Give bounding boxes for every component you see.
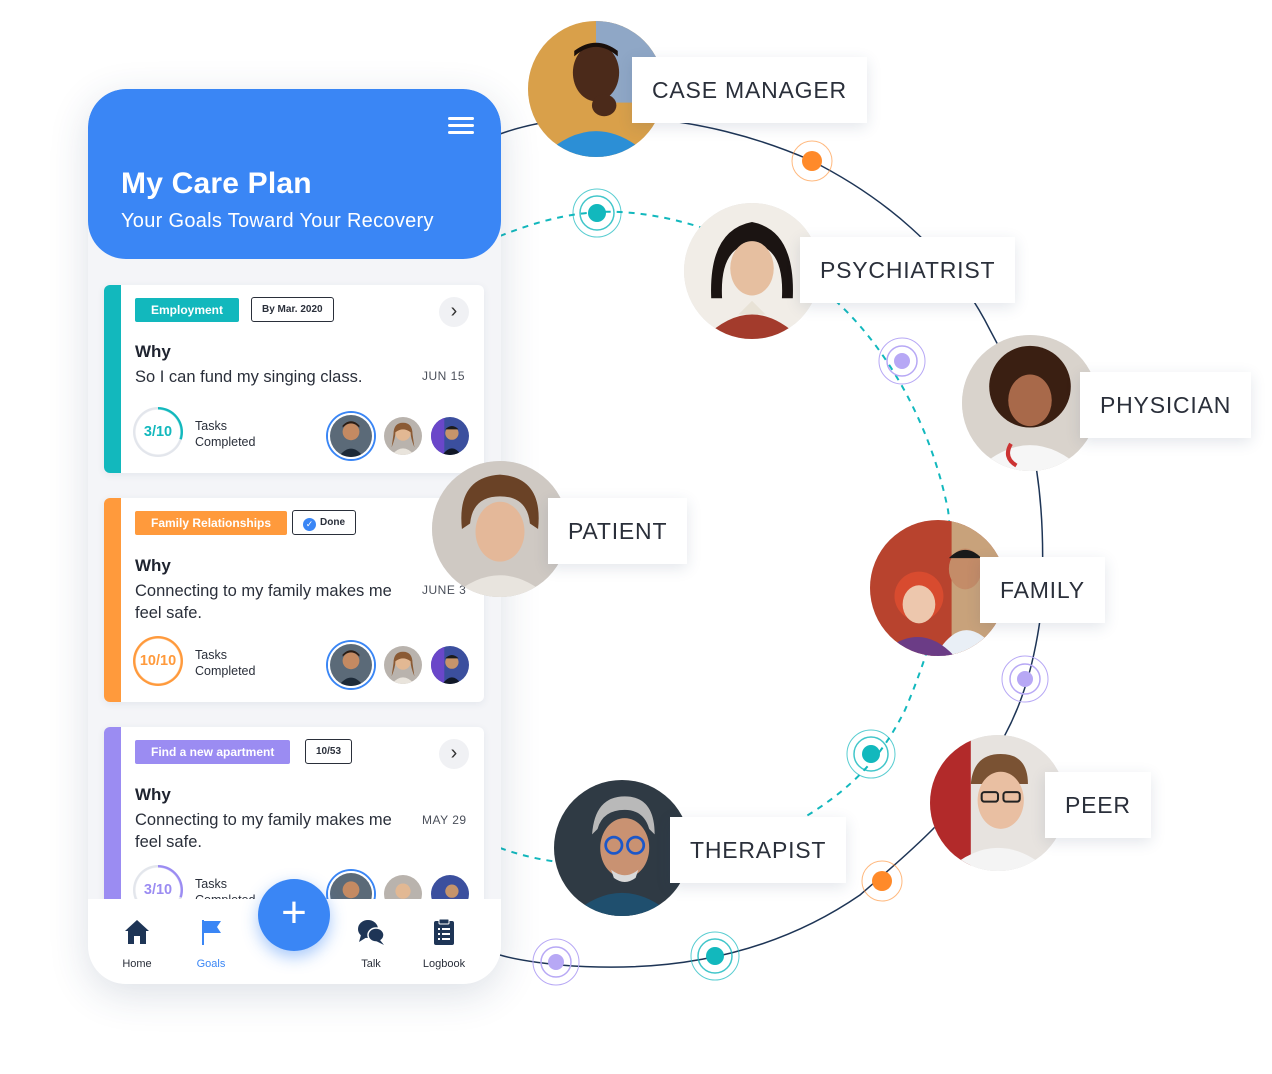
goal-progress-chip: 10/53	[305, 739, 353, 764]
why-label: Why	[135, 785, 171, 804]
teal-node	[690, 931, 740, 981]
avatar	[431, 646, 469, 684]
patient-photo	[432, 461, 568, 597]
teal-node	[846, 729, 896, 779]
purple-node	[532, 938, 580, 986]
goal-reason: Connecting to my family makes me feel sa…	[135, 582, 392, 622]
psychiatrist-photo	[684, 203, 820, 339]
therapist-label: THERAPIST	[670, 817, 847, 883]
tab-logbook[interactable]: Logbook	[409, 917, 479, 970]
teal-node	[572, 188, 622, 238]
goal-due-chip: By Mar. 2020	[251, 297, 334, 322]
peer-label: PEER	[1045, 772, 1151, 838]
team-avatars[interactable]	[328, 642, 478, 688]
avatar	[384, 646, 422, 684]
team-avatars[interactable]	[328, 413, 478, 459]
goal-category-tag: Family Relationships	[135, 511, 288, 535]
hamburger-menu-icon[interactable]	[448, 115, 476, 137]
avatar	[431, 417, 469, 455]
goal-color-bar	[104, 727, 121, 927]
plus-icon: +	[281, 888, 307, 937]
clipboard-icon	[434, 918, 454, 945]
purple-node	[878, 337, 926, 385]
tab-home[interactable]: Home	[102, 917, 172, 970]
goal-date: MAY 29	[422, 813, 467, 827]
goal-category-tag: Employment	[135, 298, 240, 322]
chat-icon	[358, 920, 385, 945]
therapist-photo	[554, 780, 690, 916]
goal-category-tag: Find a new apartment	[135, 740, 291, 764]
goal-color-bar	[104, 285, 121, 473]
home-icon	[125, 920, 149, 944]
goal-date: JUNE 3	[422, 583, 467, 597]
psychiatrist-label: PSYCHIATRIST	[800, 237, 1016, 303]
progress-ring: 10/10	[133, 636, 183, 686]
goal-reason: Connecting to my family makes me feel sa…	[135, 811, 392, 851]
case-manager-label: CASE MANAGER	[632, 57, 867, 123]
family-label: FAMILY	[980, 557, 1105, 623]
physician-photo	[962, 335, 1098, 471]
goal-status-chip: ✓Done	[292, 510, 356, 535]
goal-card-employment[interactable]: Employment By Mar. 2020 › Why So I can f…	[104, 285, 484, 473]
why-label: Why	[135, 342, 171, 361]
goal-card-family-relationships[interactable]: Family Relationships ✓Done Why Connectin…	[104, 498, 484, 702]
patient-label: PATIENT	[548, 498, 688, 564]
peer-photo	[930, 735, 1066, 871]
tab-talk[interactable]: Talk	[336, 917, 406, 970]
chevron-right-icon[interactable]: ›	[439, 739, 469, 769]
add-button[interactable]: +	[258, 879, 330, 951]
page-title: My Care Plan	[121, 167, 312, 200]
flag-icon	[202, 920, 221, 945]
why-label: Why	[135, 556, 171, 575]
chevron-right-icon[interactable]: ›	[439, 297, 469, 327]
avatar	[384, 417, 422, 455]
orange-node	[791, 140, 833, 182]
goal-date: JUN 15	[422, 369, 466, 383]
avatar	[328, 413, 374, 459]
care-dashed-path-tail	[499, 847, 561, 863]
goal-color-bar	[104, 498, 121, 702]
case-manager-photo	[528, 21, 664, 157]
physician-label: PHYSICIAN	[1080, 372, 1252, 438]
care-dashed-path	[499, 210, 951, 821]
family-photo	[870, 520, 1006, 656]
tab-goals[interactable]: Goals	[176, 917, 246, 970]
goal-reason: So I can fund my singing class.	[135, 368, 363, 386]
care-plan-header: My Care Plan Your Goals Toward Your Reco…	[88, 89, 501, 259]
purple-node	[1001, 655, 1049, 703]
orange-node	[861, 860, 903, 902]
page-subtitle: Your Goals Toward Your Recovery	[121, 210, 434, 232]
checkmark-icon: ✓	[303, 518, 316, 531]
progress-ring: 3/10	[133, 407, 183, 457]
avatar	[328, 642, 374, 688]
